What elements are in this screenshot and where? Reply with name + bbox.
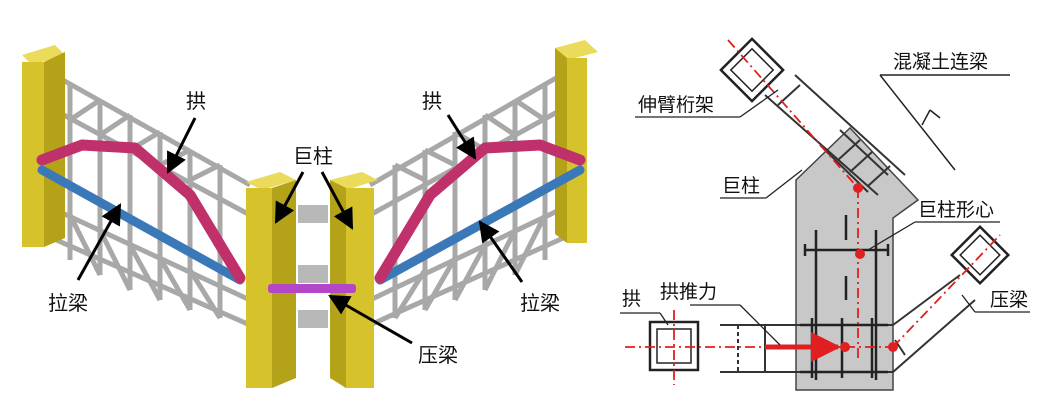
compression-beam <box>268 284 356 293</box>
mega-column-body <box>795 126 920 391</box>
label-tie-left: 拉梁 <box>48 291 88 315</box>
node-arch <box>840 342 850 352</box>
arrow-column-left <box>274 171 305 224</box>
label-right-compression: 压梁 <box>990 289 1028 311</box>
arrow-tie-left <box>76 203 122 281</box>
left-3d-structure: 拱 拱 巨柱 拉梁 拉梁 压梁 <box>22 40 598 388</box>
arrow-arch-right <box>446 114 477 160</box>
label-cantilever-truss: 伸臂桁架 <box>638 94 714 116</box>
right-end-column <box>555 40 598 243</box>
label-arch-right: 拱 <box>422 89 442 113</box>
arrow-compression <box>328 294 413 345</box>
label-right-mega-column: 巨柱 <box>722 175 760 197</box>
compression-beam-member <box>892 274 976 373</box>
label-tie-right: 拉梁 <box>520 291 560 315</box>
leader-lines <box>620 89 1030 346</box>
arrow-column-right <box>320 171 354 230</box>
node-centroid <box>855 249 865 259</box>
label-mega-column: 巨柱 <box>293 144 333 168</box>
arch-right <box>374 139 586 284</box>
node-compression <box>888 342 898 352</box>
coupling-beam-dimension <box>879 74 1010 171</box>
label-arch-left: 拱 <box>186 89 206 113</box>
label-coupling-beam: 混凝土连梁 <box>893 51 988 73</box>
left-truss <box>43 67 252 328</box>
right-truss <box>368 67 572 328</box>
left-end-column <box>22 45 65 247</box>
label-arch-thrust: 拱推力 <box>660 281 717 303</box>
arch-left <box>36 139 246 284</box>
central-mega-column <box>246 172 378 388</box>
node-truss <box>853 183 863 193</box>
arrow-arch-left <box>166 117 197 174</box>
right-node-diagram: 混凝土连梁 伸臂桁架 巨柱 巨柱形心 拱推力 拱 压梁 <box>620 37 1030 391</box>
label-compression: 压梁 <box>418 343 458 367</box>
label-right-arch: 拱 <box>622 288 641 310</box>
label-column-centroid: 巨柱形心 <box>918 199 994 221</box>
tie-beam-left <box>37 165 245 285</box>
arrow-tie-right <box>478 220 524 283</box>
